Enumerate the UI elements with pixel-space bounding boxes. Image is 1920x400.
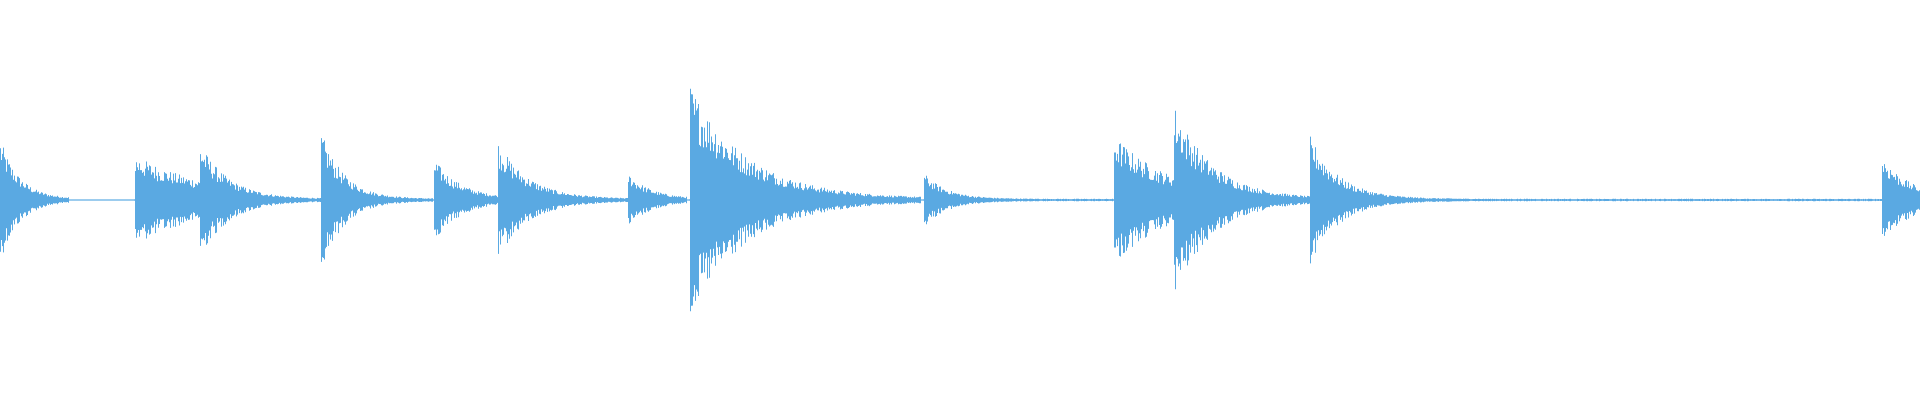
waveform-segment-12 xyxy=(1309,136,1883,264)
waveform-segment-6 xyxy=(497,146,629,254)
waveform-segment-5 xyxy=(433,146,499,254)
waveform-segment-4 xyxy=(320,138,433,262)
waveform-segment-3 xyxy=(199,138,324,262)
waveform-segment-10 xyxy=(1113,135,1175,265)
waveform-segment-13 xyxy=(1881,164,1920,236)
waveform-group xyxy=(0,88,1920,312)
waveform-segment-2 xyxy=(134,154,201,246)
waveform-segment-1 xyxy=(0,147,69,253)
waveform-segment-11 xyxy=(1173,110,1311,290)
waveform-segment-9 xyxy=(923,175,1113,225)
waveform-segment-8 xyxy=(689,88,921,312)
waveform-segment-7 xyxy=(627,176,687,224)
